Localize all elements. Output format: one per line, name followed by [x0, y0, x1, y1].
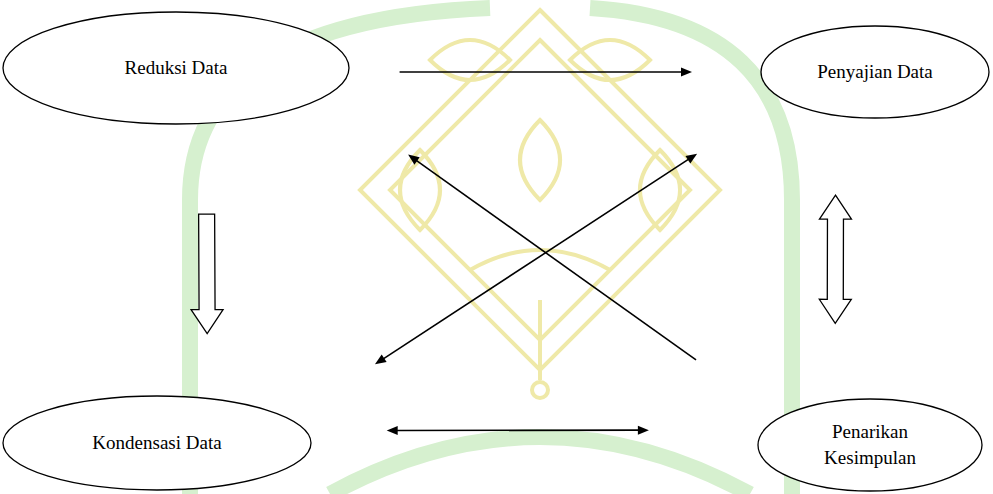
ellipse-node: Penyajian Data [760, 25, 990, 119]
node-text-group: Reduksi Data [125, 55, 228, 81]
watermark-ornament [360, 10, 720, 398]
ellipse-node: Reduksi Data [2, 11, 350, 125]
block-arrow [819, 195, 851, 323]
arrow-connector [408, 155, 696, 360]
node-label: Penarikan Kesimpulan [805, 419, 935, 470]
node-text-group: Kondensasi Data [92, 430, 221, 456]
block-arrow-shape [819, 195, 851, 323]
ellipse-node: Penarikan Kesimpulan [757, 398, 983, 492]
arrowhead [638, 426, 649, 435]
arrowhead [681, 67, 692, 76]
block-arrow [191, 214, 223, 334]
node-text-group: Penarikan Kesimpulan [805, 419, 935, 470]
arrowhead [408, 155, 420, 165]
arrowhead [685, 154, 697, 164]
connector-line [416, 160, 696, 360]
ellipse-shape [761, 26, 989, 118]
arrow-connector [375, 154, 697, 365]
ellipse-shape [3, 12, 349, 124]
node-label: Reduksi Data [125, 55, 228, 81]
ellipse-shape [3, 396, 311, 490]
connector-line [383, 159, 688, 359]
connector-line [397, 429, 639, 431]
ellipse-node: Kondensasi Data [2, 395, 312, 491]
block-arrow-shape [191, 214, 223, 334]
node-text-group: Penyajian Data [817, 59, 933, 85]
node-label: Kondensasi Data [92, 430, 221, 456]
arrowhead [375, 354, 387, 364]
arrow-connector [387, 426, 649, 435]
node-label: Penyajian Data [817, 59, 933, 85]
arrowhead [387, 426, 398, 435]
ellipse-shape [758, 399, 982, 491]
connector-line [400, 71, 682, 73]
arrow-connector [400, 67, 692, 76]
ellipse-outline [757, 398, 983, 492]
